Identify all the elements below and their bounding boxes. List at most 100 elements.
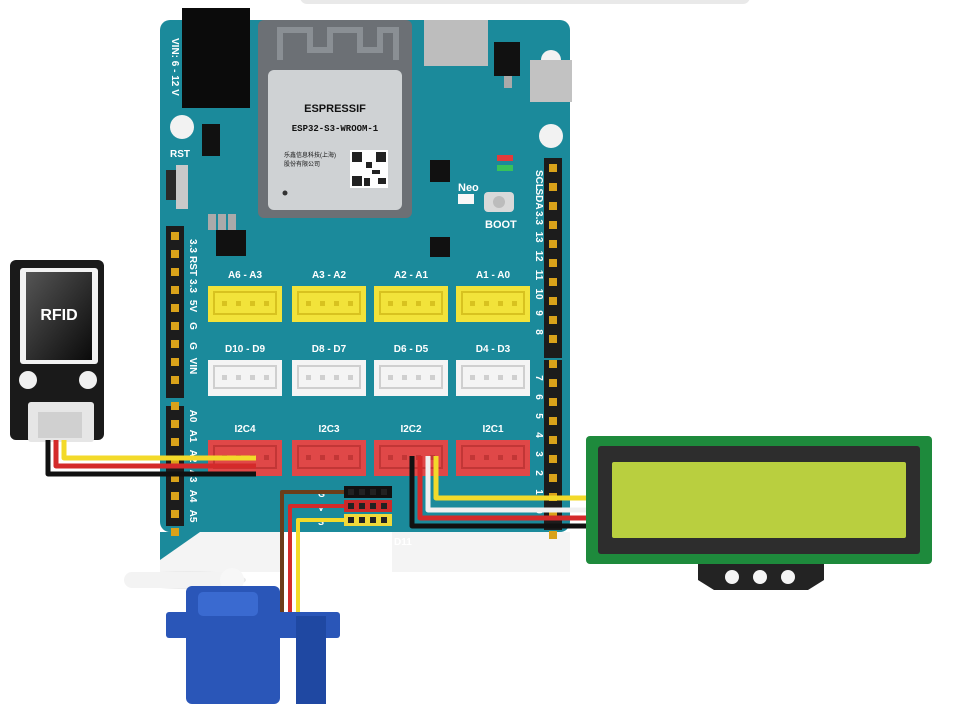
header-pin — [171, 304, 179, 312]
connector-pin — [430, 455, 435, 460]
header-pin — [549, 316, 557, 324]
right-header-label: SCL — [533, 170, 544, 190]
connector-pin — [334, 301, 339, 306]
header-pin — [549, 259, 557, 267]
connector-pin — [498, 301, 503, 306]
dc-jack — [182, 8, 250, 108]
servo-header-pin — [370, 489, 376, 495]
module-model: ESP32-S3-WROOM-1 — [292, 124, 379, 134]
right-header-label: 10 — [533, 288, 544, 300]
left-header-label: A5 — [187, 510, 198, 523]
servo-cable — [280, 490, 344, 616]
connector-pin — [388, 301, 393, 306]
header-pin — [171, 340, 179, 348]
header-pin — [171, 322, 179, 330]
lcd-display — [586, 436, 932, 590]
left-header-label: A4 — [187, 490, 198, 503]
servo-header-pin — [348, 503, 354, 509]
qr-code — [350, 150, 388, 188]
connector-pin — [320, 455, 325, 460]
left-header-label: G — [187, 322, 198, 330]
header-pin — [549, 164, 557, 172]
digital-connector-label: D6 - D5 — [394, 344, 429, 355]
controller-board: ESPRESSIF ESP32-S3-WROOM-1 乐鑫信息科技(上海) 股份… — [160, 8, 572, 572]
module-maker-line2: 股份有限公司 — [284, 160, 320, 168]
analog-connector-a3-a2[interactable]: A3 - A2 — [292, 270, 366, 322]
connector-pin — [320, 375, 325, 380]
connector-pin — [498, 455, 503, 460]
right-header-label: 3 — [533, 451, 544, 457]
connector-pin — [470, 455, 475, 460]
i2c-connector-label: I2C1 — [482, 424, 504, 435]
usb-port — [424, 20, 488, 66]
header-pin — [171, 528, 179, 536]
right-header-label: 8 — [533, 329, 544, 335]
analog-connector-label: A2 - A1 — [394, 270, 429, 281]
i2c-connector-i2c3[interactable]: I2C3 — [292, 424, 366, 476]
header-pin — [171, 250, 179, 258]
digital-connector-d10-d9[interactable]: D10 - D9 — [208, 344, 282, 396]
header-pin — [549, 297, 557, 305]
left-header-label: 3.3 — [187, 279, 198, 293]
servo-col-d11: D11 — [394, 537, 412, 548]
header-pin — [549, 335, 557, 343]
digital-connector-d8-d7[interactable]: D8 - D7 — [292, 344, 366, 396]
digital-connector-d4-d3[interactable]: D4 - D3 — [456, 344, 530, 396]
header-pin — [549, 417, 557, 425]
right-pin-header — [544, 158, 562, 539]
header-pin — [549, 436, 557, 444]
connector-pin — [348, 301, 353, 306]
connector-pin — [484, 301, 489, 306]
esp32-module: ESPRESSIF ESP32-S3-WROOM-1 乐鑫信息科技(上海) 股份… — [258, 20, 412, 218]
rfid-label: RFID — [40, 307, 77, 324]
right-header-label: 11 — [533, 270, 544, 281]
header-pin — [549, 202, 557, 210]
connector-pin — [306, 301, 311, 306]
digital-connector-socket — [379, 365, 443, 389]
digital-connector-socket — [213, 365, 277, 389]
left-pin-header — [166, 226, 184, 536]
connector-pin — [306, 375, 311, 380]
right-header-label: 2 — [533, 470, 544, 476]
header-pin — [171, 376, 179, 384]
module-brand: ESPRESSIF — [304, 103, 366, 115]
module-maker-line1: 乐鑫信息科技(上海) — [284, 151, 336, 159]
connector-pin — [348, 375, 353, 380]
connector-pin — [402, 375, 407, 380]
top-shadow — [300, 0, 750, 4]
header-pin — [549, 278, 557, 286]
right-header-label: 12 — [533, 250, 544, 262]
left-header-label: RST — [187, 256, 198, 276]
header-pin — [171, 232, 179, 240]
servo-col-d12: D12 — [368, 537, 387, 548]
connector-pin — [306, 455, 311, 460]
right-header-label: 1 — [533, 489, 544, 495]
connector-pin — [470, 301, 475, 306]
connector-pin — [250, 301, 255, 306]
digital-connector-socket — [461, 365, 525, 389]
analog-connector-a6-a3[interactable]: A6 - A3 — [208, 270, 282, 322]
analog-connector-a2-a1[interactable]: A2 - A1 — [374, 270, 448, 322]
connector-pin — [484, 375, 489, 380]
left-header-label: G — [187, 342, 198, 350]
connector-pin — [348, 455, 353, 460]
right-header-label: 7 — [533, 375, 544, 381]
servo-header: G V S D2 D13 D12 D11 — [318, 486, 412, 548]
connector-pin — [222, 375, 227, 380]
header-pin — [549, 221, 557, 229]
connector-pin — [402, 301, 407, 306]
analog-connector-socket — [213, 291, 277, 315]
servo-header-pin — [348, 489, 354, 495]
servo-header-pin — [359, 489, 365, 495]
header-pin — [171, 438, 179, 446]
neo-led — [458, 194, 474, 204]
digital-connector-d6-d5[interactable]: D6 - D5 — [374, 344, 448, 396]
right-header-label: SDA — [533, 188, 544, 209]
servo-col-d13: D13 — [342, 537, 361, 548]
boot-button-cap[interactable] — [493, 196, 505, 208]
analog-connector-a1-a0[interactable]: A1 - A0 — [456, 270, 530, 322]
analog-connector-label: A6 - A3 — [228, 270, 263, 281]
i2c-connector-i2c1[interactable]: I2C1 — [456, 424, 530, 476]
analog-connector-socket — [379, 291, 443, 315]
header-pin — [549, 240, 557, 248]
